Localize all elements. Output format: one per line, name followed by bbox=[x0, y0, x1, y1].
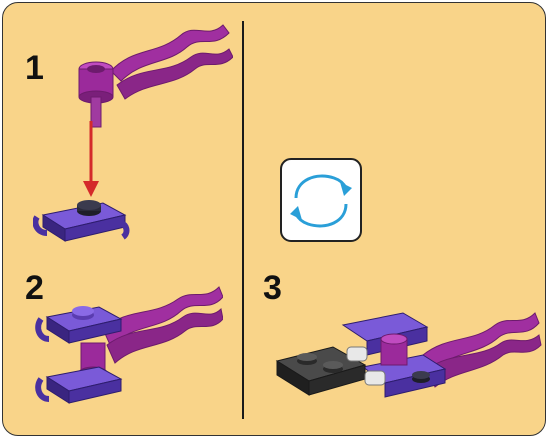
step-2-assembly bbox=[35, 286, 223, 404]
step-divider bbox=[242, 21, 244, 419]
step-2-number: 2 bbox=[25, 269, 44, 307]
step-1-number: 1 bbox=[25, 49, 44, 87]
step-1-clip-plate bbox=[33, 200, 130, 242]
down-arrow-icon bbox=[83, 121, 99, 197]
rotate-model-icon-box bbox=[280, 158, 362, 242]
step-1-flag-with-bar-holder bbox=[78, 24, 233, 128]
step-3-number: 3 bbox=[263, 269, 282, 307]
instruction-panel: 1 2 bbox=[2, 2, 546, 436]
step-3-assembly bbox=[275, 312, 542, 398]
rotate-model-icon bbox=[290, 174, 352, 228]
